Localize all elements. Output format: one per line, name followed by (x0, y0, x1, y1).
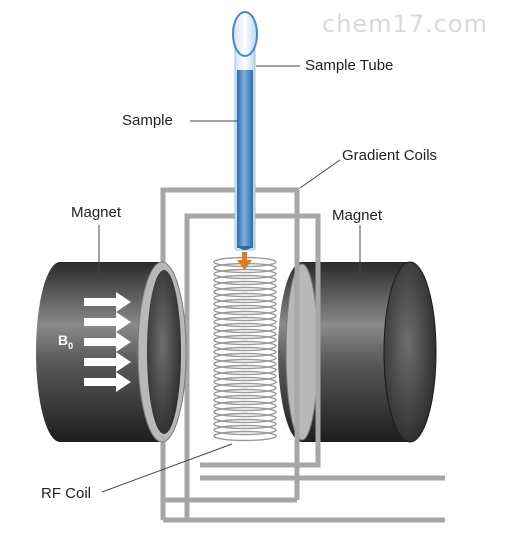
field-arrow-5 (84, 372, 131, 392)
rf-coil-loop (213, 334, 277, 346)
rf-coil-loop (213, 430, 277, 442)
rf-coil-loop (213, 292, 277, 304)
rf-coil-loop (213, 340, 277, 352)
left-magnet (36, 261, 187, 443)
sample-tube-label: Sample Tube (305, 57, 394, 74)
rf-coil-loop (213, 370, 277, 382)
rf-coil-loop (213, 310, 277, 322)
rf-coil-loop (213, 376, 277, 388)
field-symbol: B (58, 332, 69, 348)
rf-coil-loop (213, 328, 277, 340)
rf-coil-loop (213, 412, 277, 424)
rf-coil-loop (213, 394, 277, 406)
magnet-right-label: Magnet (332, 207, 383, 224)
rf-coil-loop (213, 352, 277, 364)
rf-coil-loop (213, 382, 277, 394)
excitation-arrow (237, 252, 252, 270)
magnet-left-label: Magnet (71, 204, 122, 221)
field-subscript: 0 (68, 340, 74, 351)
rf-coil-loop (213, 274, 277, 286)
rf-coil-loop (213, 388, 277, 400)
rf-coil-loop (213, 364, 277, 376)
field-arrow-4 (84, 352, 131, 372)
rf-coil-loop (213, 406, 277, 418)
sample-tube (232, 11, 258, 251)
rf-coil-loop (213, 358, 277, 370)
leader-lines (98, 65, 361, 493)
sample-label: Sample (122, 112, 173, 129)
field-arrow-3 (84, 332, 131, 352)
rf-coil-label: RF Coil (41, 485, 92, 502)
field-arrows (84, 292, 131, 392)
rf-coil-loop (213, 322, 277, 334)
field-arrow-2 (84, 312, 131, 332)
rf-coil-loop (213, 346, 277, 358)
rf-coil-loop (213, 400, 277, 412)
rf-coil-loop (213, 304, 277, 316)
gradient-coils-label: Gradient Coils (342, 147, 438, 164)
rf-coil-loop (213, 268, 277, 280)
rf-coil-loop (213, 418, 277, 430)
right-magnet (278, 261, 437, 443)
rf-coil-loop (213, 424, 277, 436)
field-label: B0 (58, 333, 73, 351)
rf-coil-loop (213, 298, 277, 310)
rf-coil-loop (213, 286, 277, 298)
field-arrow-1 (84, 292, 131, 312)
watermark-text: chem17.com (322, 10, 488, 38)
rf-coil-loop (213, 316, 277, 328)
rf-coil-loop (213, 280, 277, 292)
rf-coil (213, 256, 277, 442)
